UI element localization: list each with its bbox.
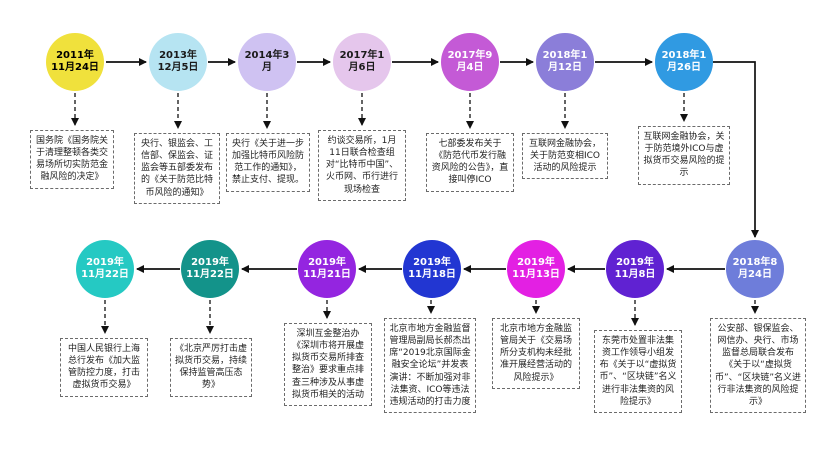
timeline-node-1: 2013年12月5日 [149,33,207,91]
timeline-node-12: 2019年11月22日 [181,240,239,298]
timeline-node-8: 2019年11月8日 [606,240,664,298]
timeline-note-2: 央行《关于进一步加强比特币风险防范工作的通知》，禁止支付、提现。 [226,133,310,192]
timeline-note-10: 北京市地方金融监督管理局副局长郝杰出席“2019北京国际金融安全论坛”并发表演讲… [384,318,476,413]
timeline-note-1: 央行、银监会、工信部、保监会、证监会等五部委发布的《关于防范比特币风险的通知》 [134,133,220,204]
timeline-note-0: 国务院《国务院关于清理整顿各类交易场所切实防范金融风险的决定》 [30,130,114,189]
timeline-node-6: 2018年1月26日 [655,33,713,91]
timeline-node-0: 2011年11月24日 [46,33,104,91]
timeline-node-13: 2019年11月22日 [76,240,134,298]
timeline-node-4: 2017年9月4日 [441,33,499,91]
timeline-node-10: 2019年11月18日 [403,240,461,298]
timeline-note-7: 公安部、银保监会、网信办、央行、市场监督总局联合发布《关于以“虚拟货币”、“区块… [710,318,806,413]
solid-flow-arrows [106,58,759,273]
timeline-node-2: 2014年3月 [238,33,296,91]
timeline-node-9: 2019年11月13日 [507,240,565,298]
timeline-note-13: 中国人民银行上海总行发布《加大监管防控力度，打击虚拟货币交易》 [60,338,148,397]
timeline-node-11: 2019年11月21日 [298,240,356,298]
dashed-note-arrows [71,93,759,334]
timeline-note-8: 东莞市处置非法集资工作领导小组发布《关于以“虚拟货币”、“区块链”名义进行非法集… [594,330,682,413]
timeline-note-4: 七部委发布关于《防范代币发行融资风险的公告》，直接叫停ICO [426,133,514,192]
timeline-note-5: 互联网金融协会，关于防范变相ICO活动的风险提示 [522,133,608,180]
timeline-node-7: 2018年8月24日 [726,240,784,298]
timeline-node-5: 2018年1月12日 [536,33,594,91]
timeline-note-6: 互联网金融协会，关于防范境外ICO与虚拟货币交易风险的提示 [638,126,730,185]
timeline-note-9: 北京市地方金融监管局关于《交易场所分支机构未经批准开展经营活动的风险提示》 [492,318,580,389]
timeline-note-11: 深圳互金整治办《深圳市将开展虚拟货币交易所排查整治》要求重点排查三种涉及从事虚拟… [284,323,372,406]
timeline-node-3: 2017年1月6日 [333,33,391,91]
timeline-note-3: 约谈交易所，1月11日联合检查组对“比特币中国”、火币网、币行进行现场检查 [318,130,406,201]
timeline-note-12: 《北京严厉打击虚拟货币交易，持续保持监管高压态势》 [170,338,252,397]
